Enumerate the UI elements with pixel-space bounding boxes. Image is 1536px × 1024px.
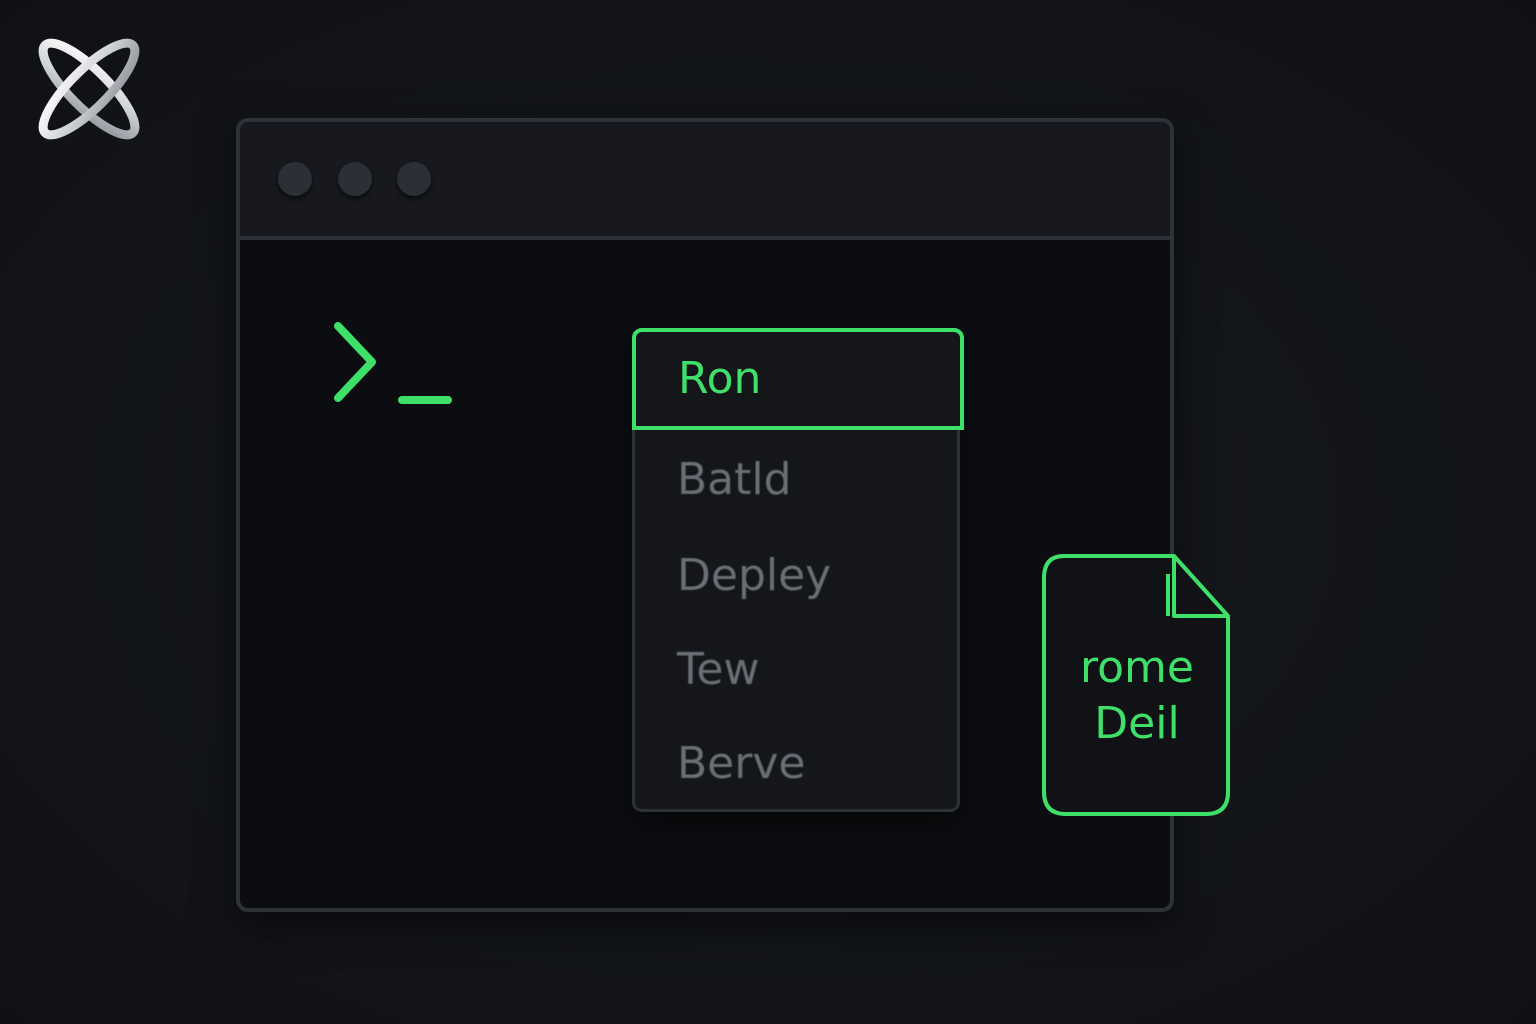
autocomplete-dropdown[interactable]: Ron Batld Depley Tew Berve (632, 328, 964, 812)
x-orbit-logo-icon (38, 38, 140, 140)
document-icon[interactable] (1040, 552, 1234, 818)
file-label: rome Deil (1046, 640, 1228, 752)
dropdown-item[interactable]: Berve (677, 738, 806, 789)
window-minimize-button[interactable] (338, 162, 372, 196)
window-maximize-button[interactable] (397, 162, 431, 196)
dropdown-item[interactable]: Tew (677, 644, 760, 695)
dropdown-item[interactable]: Depley (677, 550, 832, 601)
window-close-button[interactable] (278, 162, 312, 196)
title-bar (240, 122, 1170, 240)
dropdown-item[interactable]: Batld (677, 454, 792, 505)
file-label-line-1: rome (1080, 642, 1194, 693)
file-label-line-2: Deil (1094, 698, 1180, 749)
dropdown-item-selected[interactable]: Ron (632, 328, 964, 430)
terminal-prompt-icon (334, 322, 452, 404)
